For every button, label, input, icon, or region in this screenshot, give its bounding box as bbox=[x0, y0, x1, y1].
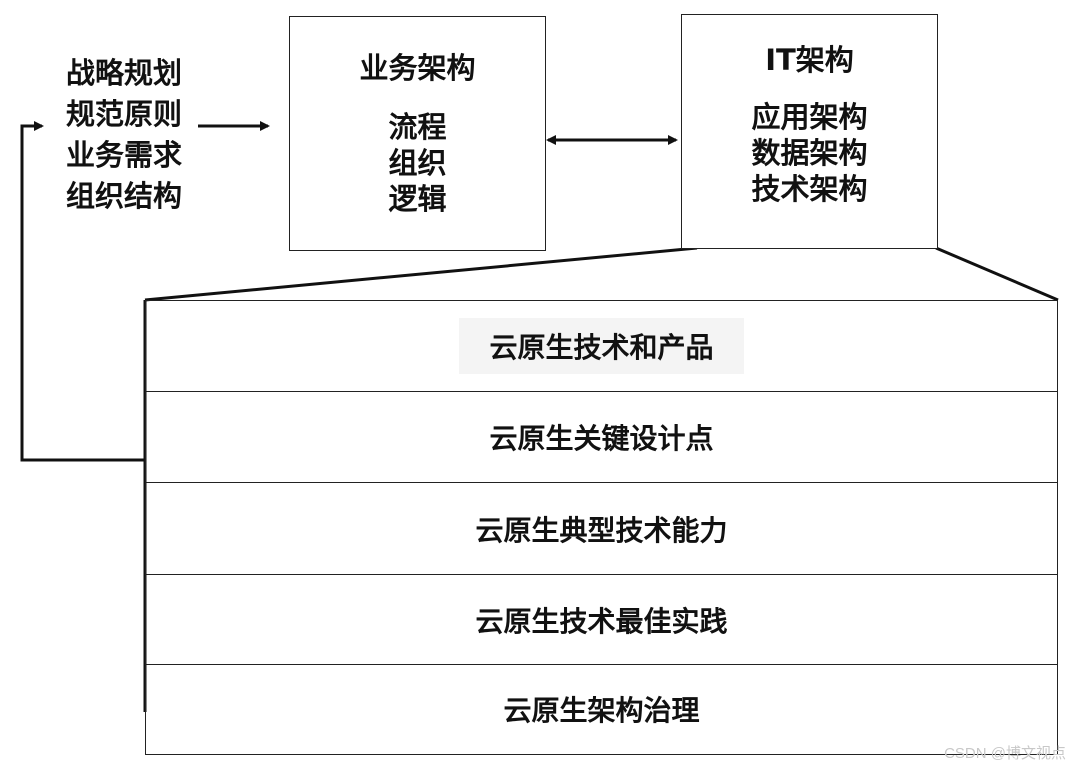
business-item: 流程 bbox=[388, 110, 447, 144]
left-list-item: 战略规划 bbox=[66, 56, 183, 90]
business-architecture-items: 流程 组织 逻辑 bbox=[290, 109, 545, 217]
left-list-item: 规范原则 bbox=[66, 97, 183, 131]
stack-layer: 云原生技术和产品 bbox=[146, 301, 1057, 391]
stack-layer: 云原生架构治理 bbox=[146, 664, 1057, 753]
stack-layer: 云原生技术最佳实践 bbox=[146, 574, 1057, 664]
stack-layer-label: 云原生架构治理 bbox=[503, 694, 700, 727]
left-list: 战略规划 规范原则 业务需求 组织结构 bbox=[66, 53, 182, 217]
feedback-loop-line bbox=[20, 121, 145, 462]
it-architecture-items: 应用架构 数据架构 技术架构 bbox=[682, 99, 937, 207]
it-architecture-title: IT架构 bbox=[765, 43, 854, 77]
stack-layer-label: 云原生关键设计点 bbox=[489, 422, 714, 455]
expand-line-left bbox=[144, 246, 698, 302]
left-list-item: 组织结构 bbox=[66, 179, 183, 213]
stack-layer: 云原生关键设计点 bbox=[146, 391, 1057, 482]
expand-line-right bbox=[935, 246, 1059, 302]
watermark: CSDN @博文视点 bbox=[944, 745, 1066, 762]
it-architecture-box: IT架构 应用架构 数据架构 技术架构 bbox=[681, 14, 938, 249]
stack-layer-label: 云原生技术和产品 bbox=[459, 318, 744, 374]
it-item: 应用架构 bbox=[751, 100, 868, 134]
left-list-item: 业务需求 bbox=[66, 138, 183, 172]
business-item: 逻辑 bbox=[388, 182, 447, 216]
it-item: 技术架构 bbox=[751, 172, 868, 206]
stack-layer-label: 云原生典型技术能力 bbox=[475, 513, 728, 547]
stack-layer: 云原生典型技术能力 bbox=[146, 482, 1057, 574]
business-architecture-title: 业务架构 bbox=[359, 51, 476, 85]
stack-layer-label: 云原生技术最佳实践 bbox=[475, 604, 728, 638]
business-architecture-box: 业务架构 流程 组织 逻辑 bbox=[289, 16, 546, 251]
cloud-native-stack: 云原生技术和产品 云原生关键设计点 云原生典型技术能力 云原生技术最佳实践 云原… bbox=[145, 300, 1058, 755]
business-item: 组织 bbox=[388, 146, 447, 180]
it-item: 数据架构 bbox=[751, 136, 868, 170]
